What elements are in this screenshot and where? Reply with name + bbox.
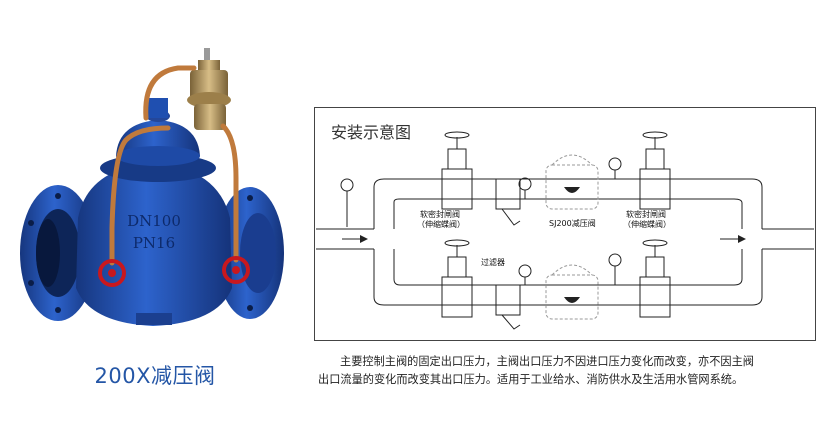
handwheel-right [222,256,250,284]
handwheel-left [98,259,126,287]
diagram-title: 安装示意图 [331,123,412,142]
installation-diagram-frame [314,107,816,341]
description-line-2: 出口流量的变化而改变其出口压力。适用于工业给水、消防供水及生活用水管网系统。 [318,373,744,386]
valve-bonnet [100,98,216,182]
product-caption: 200X减压阀 [94,364,216,388]
right-gate-valve-label-line1: 软密封闸阀 [626,210,666,219]
lower-branch-pipe [373,249,763,306]
product-description: 主要控制主阀的固定出口压力，主阀出口压力不因进口压力变化而改变，亦不因主阀 出口… [318,353,818,389]
right-gate-valve-label-line2: （伸缩蝶阀） [623,220,671,229]
left-flange [20,185,96,321]
inlet-pipe [316,228,374,250]
valve-body: DN100 PN16 [76,163,232,326]
left-gate-valve-label-line1: 软密封闸阀 [420,210,460,219]
pressure-reducing-valve-image: DN100 PN16 [20,48,284,326]
upper-branch-pipe [373,178,763,229]
reducing-valves [545,154,599,320]
pilot-valve [187,48,231,130]
flow-arrows [342,235,746,243]
reducing-valve-cores [564,187,580,303]
installation-diagram [316,131,814,330]
center-reducing-valve-label: SJ200减压阀 [549,219,596,228]
outlet-pipe [762,228,814,250]
body-marking-pn: PN16 [133,234,175,252]
gate-valves [441,131,671,318]
copper-tubing [109,65,239,266]
filter-label: 过滤器 [481,258,505,267]
pressure-gauges [340,157,622,285]
body-marking-dn: DN100 [127,212,181,230]
description-line-1: 主要控制主阀的固定出口压力，主阀出口压力不因进口压力变化而改变，亦不因主阀 [340,355,754,368]
strainers [495,178,521,330]
left-gate-valve-label-line2: （伸缩蝶阀） [417,220,465,229]
